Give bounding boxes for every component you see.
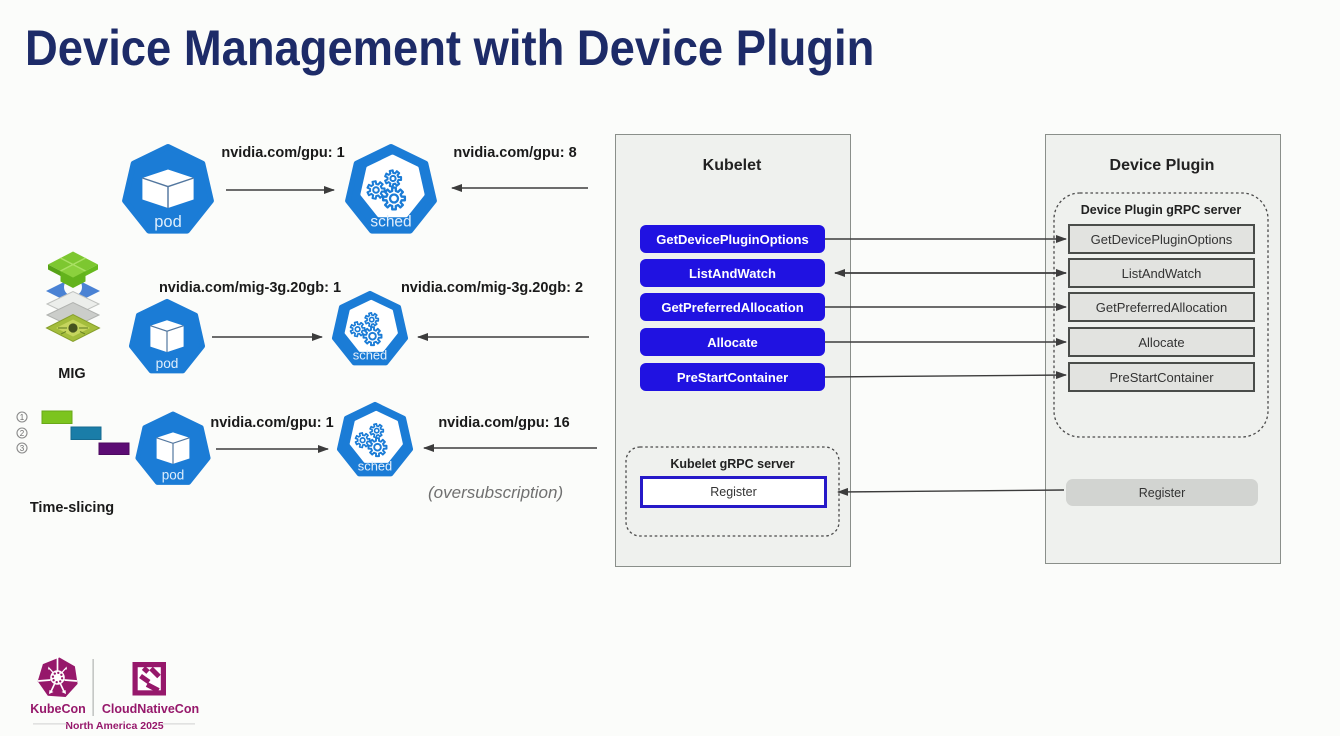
svg-text:pod: pod: [162, 468, 185, 483]
svg-text:sched: sched: [353, 348, 387, 363]
svg-text:pod: pod: [156, 356, 179, 371]
svg-text:sched: sched: [370, 214, 411, 231]
svg-text:2: 2: [20, 429, 25, 438]
svg-text:sched: sched: [358, 459, 392, 474]
svg-text:pod: pod: [154, 213, 182, 231]
svg-text:3: 3: [20, 444, 25, 453]
svg-text:1: 1: [20, 413, 25, 422]
